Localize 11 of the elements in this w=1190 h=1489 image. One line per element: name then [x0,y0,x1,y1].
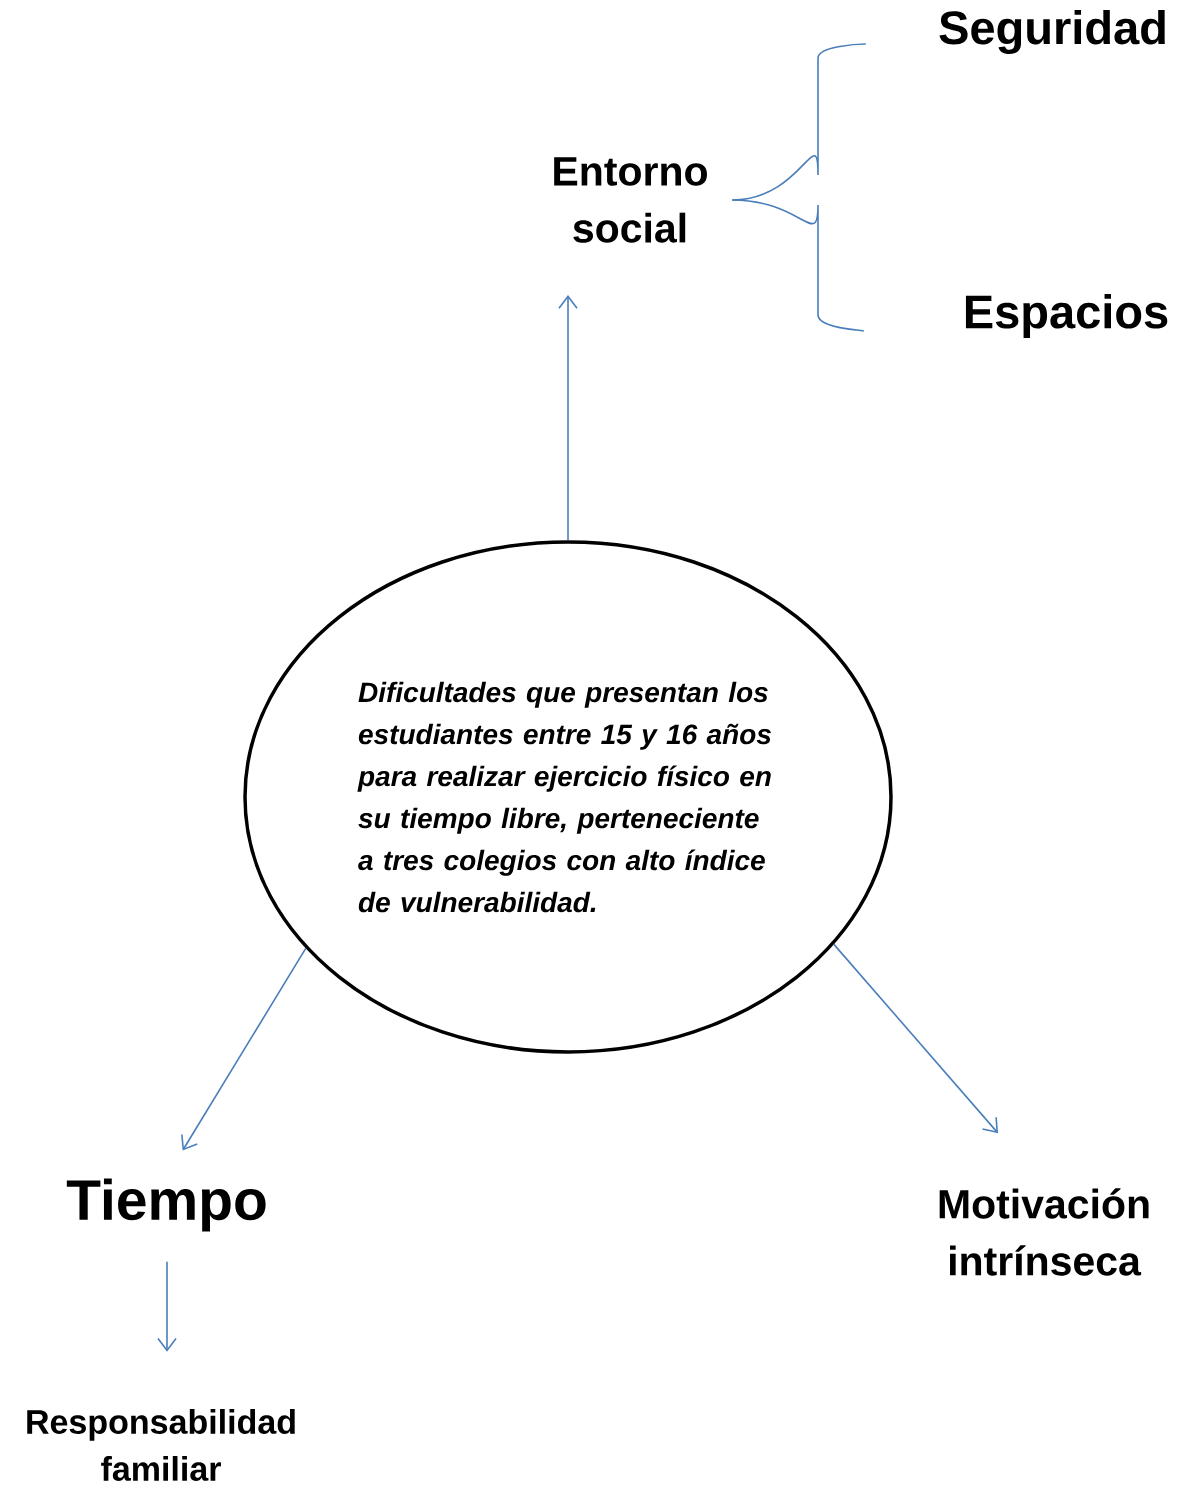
factor-label: Tiempo [66,1178,266,1232]
arrow [558,295,578,542]
brace-line [731,199,865,332]
subfactor-label: Espacios [965,294,1168,338]
subfactor-label: Seguridad [939,9,1165,54]
factor-label: Entorno social [554,157,707,243]
subfactor-label: Responsabilidad familiar [27,1409,295,1481]
arrow [157,1260,177,1352]
arrow [833,943,999,1134]
arrow [181,947,307,1151]
factor-label: Motivación intrínseca [939,1188,1149,1276]
